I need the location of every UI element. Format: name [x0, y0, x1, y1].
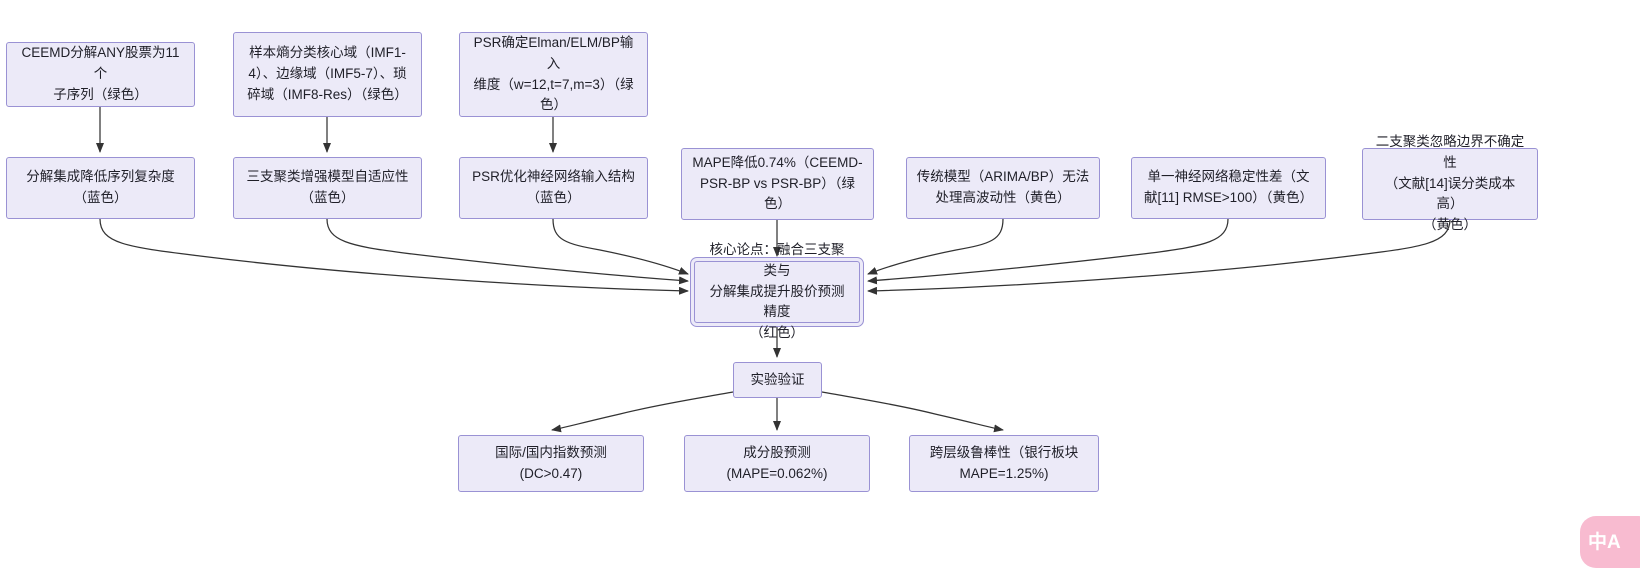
- node-gap-traditional-models[interactable]: 传统模型（ARIMA/BP）无法 处理高波动性（黄色）: [906, 157, 1100, 219]
- watermark-text: 中A: [1588, 531, 1621, 553]
- edge-g3-core: [867, 218, 1451, 295]
- edge-g1-core: [867, 218, 1004, 275]
- edge-c3-core: [552, 218, 689, 275]
- node-sample-entropy-classification[interactable]: 样本熵分类核心域（IMF1- 4）、边缘域（IMF5-7）、琐 碎域（IMF8-…: [233, 32, 422, 117]
- node-result-constituent-stock[interactable]: 成分股预测 (MAPE=0.062%): [684, 435, 870, 492]
- node-experimental-validation[interactable]: 实验验证: [733, 362, 822, 398]
- node-label: 传统模型（ARIMA/BP）无法 处理高波动性（黄色）: [916, 169, 1090, 205]
- node-label: PSR确定Elman/ELM/BP输入 维度（w=12,t=7,m=3）（绿 色…: [473, 34, 634, 113]
- node-label: CEEMD分解ANY股票为11个 子序列（绿色）: [21, 45, 180, 102]
- node-gap-single-network-stability[interactable]: 单一神经网络稳定性差（文 献[11] RMSE>100）（黄色）: [1131, 157, 1326, 219]
- node-label: 国际/国内指数预测 (DC>0.47): [495, 444, 607, 481]
- watermark-badge: 中A: [1580, 516, 1640, 568]
- node-label: 实验验证: [750, 371, 805, 387]
- node-label: 成分股预测 (MAPE=0.062%): [726, 444, 828, 481]
- node-label: MAPE降低0.74%（CEEMD- PSR-BP vs PSR-BP）（绿 色…: [692, 154, 863, 212]
- node-label: 跨层级鲁棒性（银行板块 MAPE=1.25%): [929, 444, 1079, 481]
- node-label: 样本熵分类核心域（IMF1- 4）、边缘域（IMF5-7）、琐 碎域（IMF8-…: [247, 45, 408, 102]
- node-result-index-prediction[interactable]: 国际/国内指数预测 (DC>0.47): [458, 435, 644, 492]
- node-label: 核心论点：融合三支聚类与 分解集成提升股价预测精度 （红色）: [709, 241, 845, 341]
- node-label: 分解集成降低序列复杂度 （蓝色）: [26, 169, 175, 205]
- node-gap-two-way-clustering[interactable]: 二支聚类忽略边界不确定性 （文献[14]误分类成本高） （黄色）: [1362, 134, 1538, 232]
- node-claim-mape-reduction[interactable]: MAPE降低0.74%（CEEMD- PSR-BP vs PSR-BP）（绿 色…: [681, 148, 874, 220]
- node-claim-decomposition-complexity[interactable]: 分解集成降低序列复杂度 （蓝色）: [6, 157, 195, 219]
- node-ceemd-decomposition[interactable]: CEEMD分解ANY股票为11个 子序列（绿色）: [6, 42, 195, 107]
- node-label: 三支聚类增强模型自适应性 （蓝色）: [246, 169, 409, 205]
- node-claim-psr-network-structure[interactable]: PSR优化神经网络输入结构 （蓝色）: [459, 157, 648, 219]
- edge-exp-r3: [821, 391, 1004, 433]
- edge-c2-core: [326, 218, 689, 285]
- node-label: 二支聚类忽略边界不确定性 （文献[14]误分类成本高） （黄色）: [1375, 133, 1525, 233]
- edge-exp-r1: [551, 391, 734, 433]
- node-psr-input-dimension[interactable]: PSR确定Elman/ELM/BP输入 维度（w=12,t=7,m=3）（绿 色…: [459, 32, 648, 117]
- node-claim-three-way-clustering[interactable]: 三支聚类增强模型自适应性 （蓝色）: [233, 157, 422, 219]
- node-core-thesis[interactable]: 核心论点：融合三支聚类与 分解集成提升股价预测精度 （红色）: [694, 242, 860, 340]
- node-label: PSR优化神经网络输入结构 （蓝色）: [472, 169, 635, 205]
- edge-g2-core: [867, 218, 1229, 285]
- node-result-cross-level-robustness[interactable]: 跨层级鲁棒性（银行板块 MAPE=1.25%): [909, 435, 1099, 492]
- node-label: 单一神经网络稳定性差（文 献[11] RMSE>100）（黄色）: [1144, 169, 1313, 205]
- edge-c1-core: [99, 218, 689, 295]
